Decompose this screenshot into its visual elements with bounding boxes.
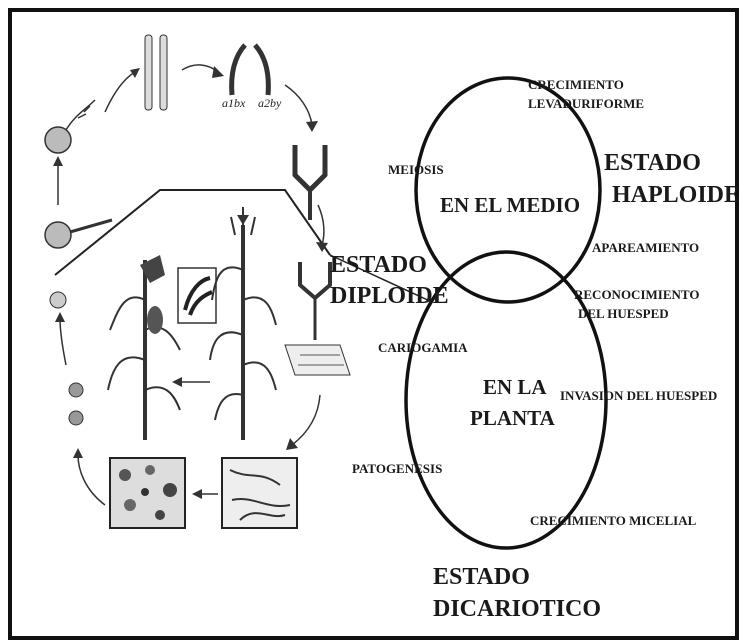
label-en-el-medio: EN EL MEDIO [440,193,581,217]
label-en-la: EN LA [483,375,547,399]
label-apareamiento: APAREAMIENTO [592,240,700,255]
arrow-curve-4 [317,204,325,246]
arrow-curve-6 [77,454,106,506]
tissue-box-left [109,457,186,529]
label-estado-diploide-2: DIPLOIDE [330,283,449,309]
arrow-curve-2 [181,64,219,73]
label-patogenesis: PATOGENESIS [352,461,443,476]
teliospore-3 [49,291,67,309]
arrow-curve-7 [59,317,67,366]
label-invasion: INVASION DEL HUESPED [560,388,718,403]
mating-type-a2by: a2by [258,96,282,110]
teliospore-2 [68,410,84,426]
label-meiosis: MEIOSIS [388,162,444,177]
label-cariogamia: CARIOGAMIA [378,340,468,355]
label-del-huesped: DEL HUESPED [578,306,669,321]
circle-en-la-planta [404,250,608,550]
gall-inset [177,267,217,324]
teliospore-germinating-top [44,99,96,154]
teliospore-germinating-bottom [44,218,113,249]
label-levaduriforme: LEVADURIFORME [528,96,645,111]
arrow-curve-3 [284,84,313,126]
label-estado-dicariotico-1: ESTADO [433,564,530,590]
tissue-box-right [221,457,298,529]
sporidia-pair [144,34,168,111]
mating-type-a1bx: a1bx [222,96,246,110]
roof-line-right [329,254,433,303]
label-reconocimiento: RECONOCIMIENTO [574,287,700,302]
mating-cells [229,43,271,96]
arrow-curve-1 [104,71,136,113]
label-estado-diploide-1: ESTADO [330,252,427,278]
maize-plant-healthy [209,207,277,440]
infection-hypha [284,262,351,376]
diagram-frame [8,8,739,640]
teliospore-1 [68,382,84,398]
label-estado-dicariotico-2: DICARIOTICO [433,596,602,622]
label-crecimiento: CRECIMIENTO [528,77,624,92]
roof-line [54,189,331,276]
maize-plant-infected [107,255,181,440]
arrow-curve-5 [291,394,321,446]
circle-en-el-medio [414,76,602,304]
label-crecimiento-micelial: CRECIMIENTO MICELIAL [530,513,697,528]
label-planta: PLANTA [470,406,555,430]
label-estado-haploide-2: HAPLOIDE [612,182,741,208]
fused-hyphae [292,145,328,220]
label-estado-haploide-1: ESTADO [604,150,701,176]
